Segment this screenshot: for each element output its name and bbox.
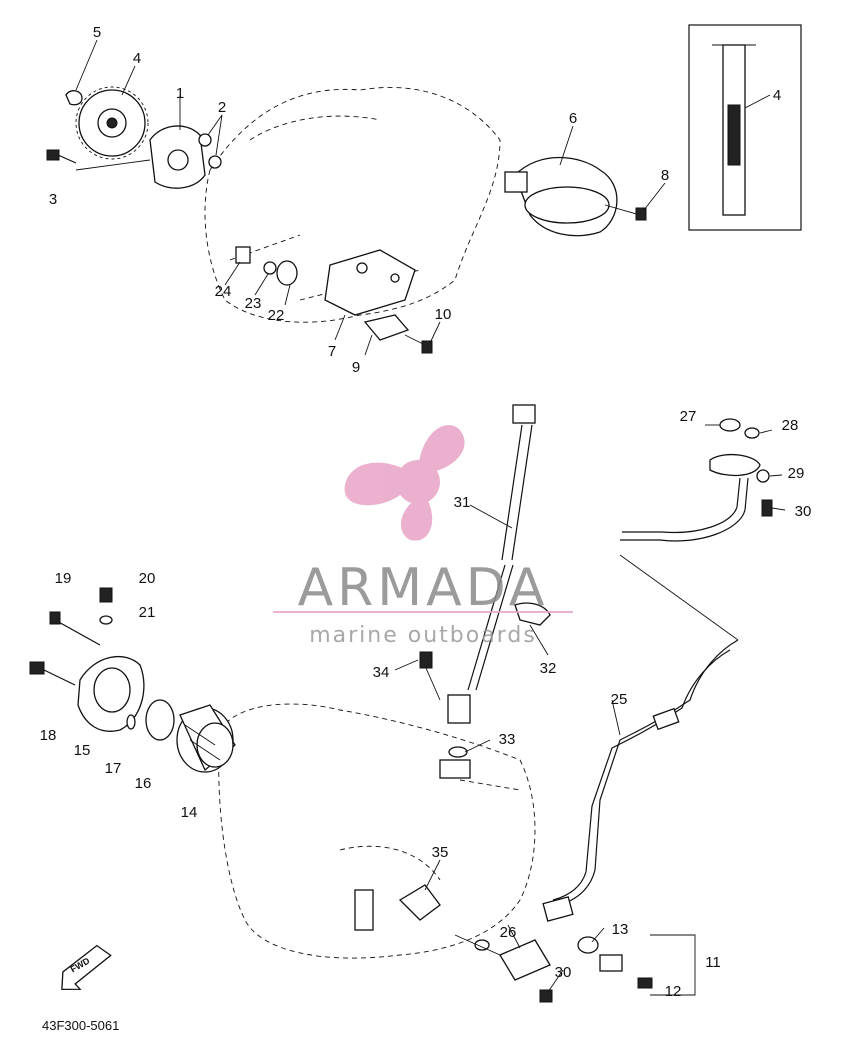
detail-inset	[688, 24, 802, 231]
callout: 13	[612, 921, 629, 938]
callout: 19	[55, 570, 72, 587]
oil-pump-assembly	[46, 86, 222, 189]
callout: 34	[373, 664, 390, 681]
callout: 25	[611, 691, 628, 708]
circlip	[65, 90, 83, 106]
oil-hose-25	[542, 639, 739, 922]
dipstick-guide-31	[467, 404, 536, 691]
clip-32	[514, 602, 551, 626]
oil-pipe-27-30	[619, 418, 773, 641]
callout: 30	[555, 964, 572, 981]
callout: 15	[74, 742, 91, 759]
callout: 35	[432, 844, 449, 861]
o-ring	[208, 155, 222, 169]
callout: 31	[454, 494, 471, 511]
callout: 17	[105, 760, 122, 777]
propeller-logo	[344, 424, 465, 541]
callout: 4	[133, 50, 141, 67]
callout: 20	[139, 570, 156, 587]
bolt-3	[46, 149, 77, 164]
o-ring	[198, 133, 212, 147]
callout: 23	[245, 295, 262, 312]
o-rings-16-17	[126, 699, 175, 741]
drawing-code: 43F300-5061	[42, 1018, 119, 1033]
brand-watermark: ARMADA marine outboards	[273, 424, 573, 648]
sensor-35	[354, 884, 441, 931]
callout: 3	[49, 191, 57, 208]
callout-labels: 1 2 3 4 5 6 7 8 9 10 11 12 13 14 15 16 1…	[40, 24, 812, 1000]
callout: 11	[705, 954, 721, 971]
callout: 6	[569, 110, 577, 127]
callout: 30	[795, 503, 812, 520]
small-parts-22-24	[235, 246, 298, 286]
callout: 18	[40, 727, 57, 744]
callout: 10	[435, 306, 452, 323]
callout: 27	[680, 408, 697, 425]
lower-crankcase-outline	[218, 703, 536, 959]
callout: 32	[540, 660, 557, 677]
baffle-plate-7	[324, 249, 416, 316]
fitting-33-34	[419, 651, 471, 779]
fitting-26-30-lower	[454, 934, 553, 1003]
callout: 9	[352, 359, 360, 376]
callout: 1	[176, 85, 184, 102]
sprocket	[75, 86, 149, 160]
oil-strainer-6	[504, 156, 647, 237]
oil-filter-element-14	[176, 704, 236, 773]
callout: 7	[328, 343, 336, 360]
callout: 21	[139, 604, 156, 621]
callout: 12	[665, 983, 682, 1000]
callout: 5	[93, 24, 101, 41]
callout-inset: 4	[773, 87, 781, 104]
brand-name: ARMADA	[298, 558, 549, 618]
oil-filter-cover-15	[29, 587, 145, 732]
callout: 26	[500, 924, 517, 941]
callout: 33	[499, 731, 516, 748]
callout: 14	[181, 804, 198, 821]
callout: 28	[782, 417, 799, 434]
callout: 16	[135, 775, 152, 792]
leader-lines	[75, 39, 786, 993]
callout: 22	[268, 307, 285, 324]
brand-tagline: marine outboards	[309, 623, 537, 648]
plate-9	[363, 314, 433, 354]
forward-direction-arrow: FWD	[61, 944, 112, 991]
callout: 2	[218, 99, 226, 116]
callout: 8	[661, 167, 669, 184]
callout: 29	[788, 465, 805, 482]
callout: 24	[215, 283, 232, 300]
